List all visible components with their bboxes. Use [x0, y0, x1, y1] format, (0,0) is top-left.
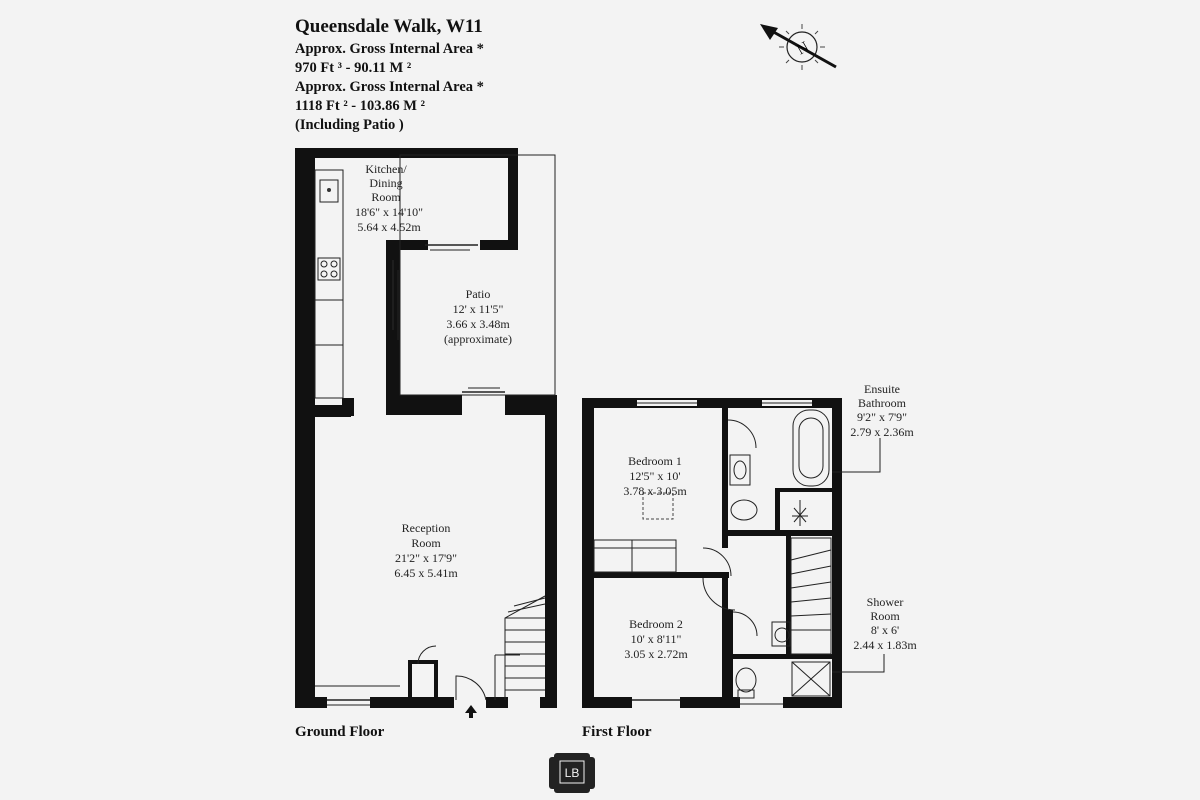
bedroom2-name: Bedroom 2 [629, 617, 683, 631]
ensuite-name-1: Ensuite [864, 382, 900, 396]
area-label-1: Approx. Gross Internal Area * [295, 41, 484, 57]
north-arrow-icon: N [760, 24, 837, 70]
first-floor: Bedroom 1 12'5" x 10' 3.78 x 3.05m Bedro… [582, 382, 917, 740]
kitchen-imperial: 18'6" x 14'10" [355, 205, 423, 219]
bedroom2-imperial: 10' x 8'11" [631, 632, 682, 646]
shower-name-2: Room [870, 609, 900, 623]
reception-imperial: 21'2" x 17'9" [395, 551, 457, 565]
kitchen-name-2: Dining [369, 176, 402, 190]
reception-name-2: Room [411, 536, 441, 550]
ground-floor-label: Ground Floor [295, 724, 385, 740]
bedroom1-metric: 3.78 x 3.05m [623, 484, 687, 498]
kitchen-name-3: Room [371, 190, 401, 204]
area-value-2: 1118 Ft ² - 103.86 M ² [295, 98, 425, 114]
shower-metric: 2.44 x 1.83m [853, 638, 917, 652]
area-label-2: Approx. Gross Internal Area * [295, 79, 484, 95]
header: Queensdale Walk, W11 Approx. Gross Inter… [295, 14, 715, 135]
bedroom2-metric: 3.05 x 2.72m [624, 647, 688, 661]
bedroom1-imperial: 12'5" x 10' [629, 469, 680, 483]
logo-text: LB [565, 766, 580, 780]
patio-note: (approximate) [444, 332, 512, 346]
ensuite-name-2: Bathroom [858, 396, 907, 410]
patio-name: Patio [466, 287, 491, 301]
area-note: (Including Patio ) [295, 117, 404, 133]
compass-letter: N [794, 39, 812, 58]
area-value-1: 970 Ft ³ - 90.11 M ² [295, 60, 412, 76]
kitchen-metric: 5.64 x 4.52m [357, 220, 421, 234]
shower-imperial: 8' x 6' [871, 623, 899, 637]
reception-metric: 6.45 x 5.41m [394, 566, 458, 580]
shower-name-1: Shower [867, 595, 904, 609]
kitchen-name-1: Kitchen/ [365, 162, 407, 176]
lb-logo: LB [549, 753, 595, 793]
ground-floor: Kitchen/ Dining Room 18'6" x 14'10" 5.64… [295, 148, 557, 740]
ensuite-metric: 2.79 x 2.36m [850, 425, 914, 439]
property-title: Queensdale Walk, W11 [295, 16, 483, 37]
patio-metric: 3.66 x 3.48m [446, 317, 510, 331]
ensuite-imperial: 9'2" x 7'9" [857, 410, 907, 424]
reception-name-1: Reception [402, 521, 451, 535]
bedroom1-name: Bedroom 1 [628, 454, 682, 468]
first-floor-label: First Floor [582, 724, 652, 740]
patio-imperial: 12' x 11'5" [453, 302, 504, 316]
